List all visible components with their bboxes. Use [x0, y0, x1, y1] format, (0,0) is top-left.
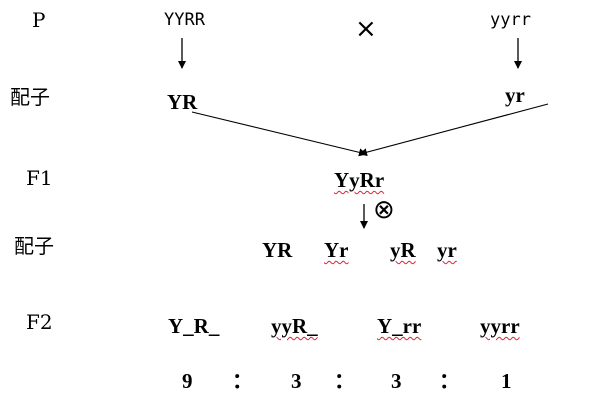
cross-symbol: ×	[355, 14, 377, 44]
ratio-value-4: 1	[501, 369, 512, 393]
f1-gamete-1: YR	[262, 238, 293, 262]
f1-gamete-4: yr	[437, 238, 457, 262]
ratio-value-2: 3	[291, 369, 302, 393]
gamete-label-1: 配子	[10, 85, 50, 109]
arrow-gamete-left-to-f1	[191, 111, 367, 157]
ratio-separator-2: ：	[334, 369, 355, 393]
f1-label: F1	[26, 166, 53, 190]
gamete-yr-dominant: YR	[167, 90, 198, 114]
parent-right-genotype: yyrr	[490, 10, 531, 30]
f2-phenotype-4: yyrr	[480, 314, 520, 338]
gamete-yr-recessive: yr	[505, 83, 525, 107]
arrow-gamete-right-to-f1	[359, 103, 549, 157]
f2-label: F2	[26, 310, 53, 334]
f1-gamete-3: yR	[390, 238, 416, 262]
ratio-value-1: 9	[182, 369, 193, 393]
gamete-label-2: 配子	[14, 234, 54, 258]
ratio-value-3: 3	[391, 369, 402, 393]
ratio-separator-3: ：	[439, 369, 460, 393]
f2-phenotype-2: yyR_	[271, 314, 318, 338]
f1-genotype: YyRr	[334, 168, 385, 192]
ratio-separator-1: ：	[232, 369, 253, 393]
parent-left-genotype: YYRR	[164, 10, 205, 30]
f2-phenotype-3: Y_rr	[377, 314, 422, 338]
selfing-symbol: ⊗	[373, 195, 395, 225]
f1-gamete-2: Yr	[324, 238, 349, 262]
p-label: P	[32, 8, 46, 32]
f2-phenotype-1: Y_R_	[168, 314, 220, 338]
